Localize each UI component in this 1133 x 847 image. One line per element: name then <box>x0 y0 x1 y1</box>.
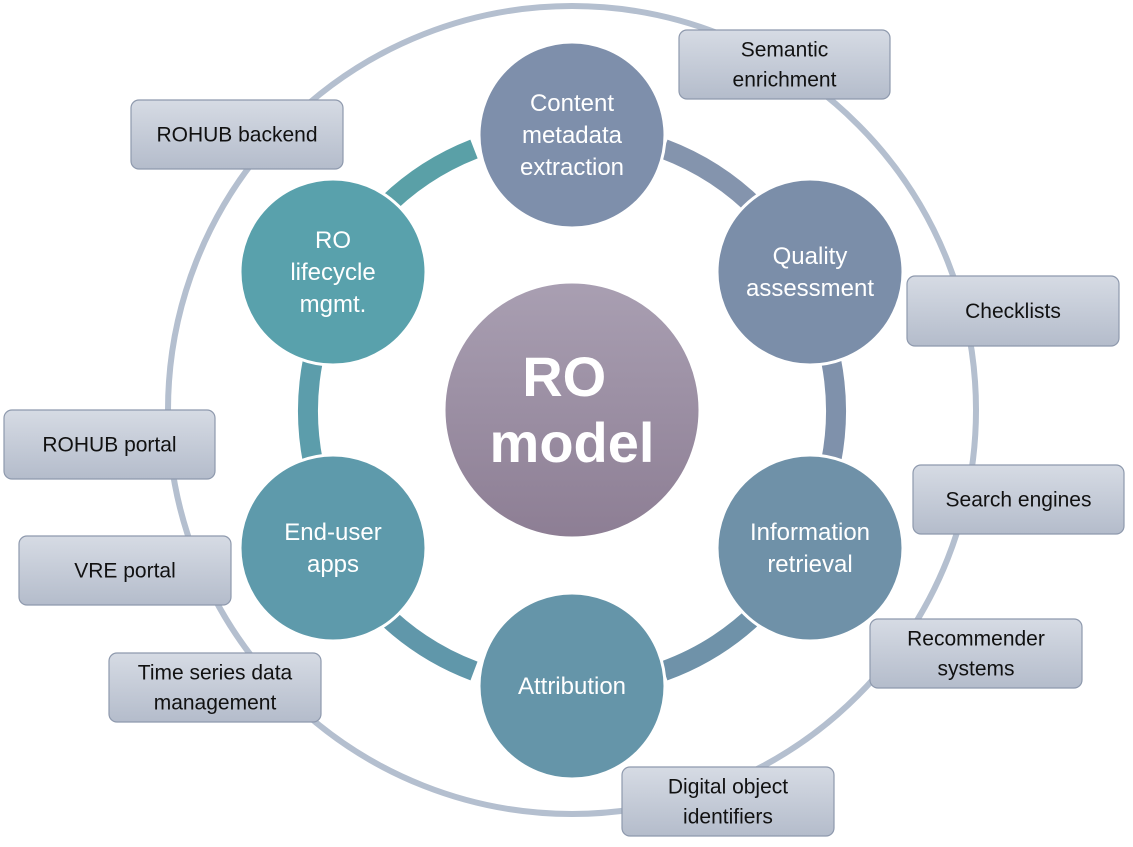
box-rohub-portal: ROHUB portal <box>3 409 216 480</box>
node-label-line: End-user <box>284 519 381 546</box>
node-circle-attribution <box>477 591 667 781</box>
node-label-line: extraction <box>520 154 624 181</box>
box-rohub-backend: ROHUB backend <box>130 99 344 170</box>
box-rect-digital-object-identifiers <box>621 766 835 837</box>
box-time-series-data-management: Time series data management <box>108 652 322 723</box>
box-rect-rohub-portal <box>3 409 216 480</box>
node-label-line: RO <box>315 227 351 254</box>
box-label-line: Time series data <box>138 662 293 685</box>
box-label-vre-portal: VRE portal <box>74 560 176 583</box>
box-label-line: identifiers <box>683 806 773 829</box>
box-label-line: Search engines <box>946 489 1092 512</box>
node-label-information-retrieval: Information retrieval <box>750 519 870 578</box>
box-rect-semantic-enrichment <box>678 29 891 100</box>
node-label-ro-lifecycle-mgmt: RO lifecycle mgmt. <box>290 227 375 318</box>
box-label-rohub-portal: ROHUB portal <box>42 434 176 457</box>
box-label-line: systems <box>937 658 1014 681</box>
box-label-line: enrichment <box>733 69 837 92</box>
box-label-search-engines: Search engines <box>946 489 1092 512</box>
node-label-attribution: Attribution <box>518 673 626 700</box>
node-label-line: mgmt. <box>300 291 367 318</box>
node-label-line: Information <box>750 519 870 546</box>
ring-arc-quality-to-retrieval <box>821 358 847 464</box>
node-content-metadata-extraction: Content metadata extraction <box>477 40 667 230</box>
node-label-line: Quality <box>773 243 848 270</box>
node-label-content-metadata-extraction: Content metadata extraction <box>520 90 624 181</box>
box-rect-checklists <box>906 275 1120 347</box>
box-label-line: Digital object <box>668 776 788 799</box>
box-rect-rohub-backend <box>130 99 344 170</box>
node-label-line: Attribution <box>518 673 626 700</box>
box-label-line: ROHUB backend <box>156 124 317 147</box>
node-circle-information-retrieval <box>715 453 905 643</box>
node-label-line: apps <box>307 551 359 578</box>
box-vre-portal: VRE portal <box>18 535 232 606</box>
node-ro-lifecycle-mgmt: RO lifecycle mgmt. <box>238 177 428 367</box>
box-label-line: management <box>154 692 277 715</box>
box-rect-recommender-systems <box>869 618 1083 689</box>
box-label-line: Semantic <box>741 39 829 62</box>
box-label-digital-object-identifiers: Digital object identifiers <box>668 776 788 829</box>
node-end-user-apps: End-user apps <box>238 453 428 643</box>
box-label-time-series-data-management: Time series data management <box>138 662 293 715</box>
ring-arc-apps-to-lifecycle <box>297 358 323 464</box>
center-label-line-2: model <box>490 411 655 474</box>
box-label-semantic-enrichment: Semantic enrichment <box>733 39 837 92</box>
center-label-line-1: RO <box>522 345 606 408</box>
box-checklists: Checklists <box>906 275 1120 347</box>
box-search-engines: Search engines <box>912 464 1125 535</box>
box-label-rohub-backend: ROHUB backend <box>156 124 317 147</box>
node-attribution: Attribution <box>477 591 667 781</box>
node-circle-quality-assessment <box>715 177 905 367</box>
node-information-retrieval: Information retrieval <box>715 453 905 643</box>
box-label-line: Recommender <box>907 628 1045 651</box>
ring-arc-content-to-quality <box>660 139 768 220</box>
ring-arc-retrieval-to-attribution <box>660 602 768 681</box>
box-digital-object-identifiers: Digital object identifiers <box>621 766 835 837</box>
node-label-line: assessment <box>746 275 874 302</box>
node-label-quality-assessment: Quality assessment <box>746 243 874 302</box>
box-label-recommender-systems: Recommender systems <box>907 628 1045 681</box>
box-label-line: Checklists <box>965 300 1061 323</box>
svg-text:RO model: RO model <box>490 345 655 474</box>
box-rect-search-engines <box>912 464 1125 535</box>
box-label-line: VRE portal <box>74 560 176 583</box>
node-label-line: retrieval <box>767 551 852 578</box>
center-node-ro-model: RO model <box>442 280 702 540</box>
node-label-end-user-apps: End-user apps <box>284 519 381 578</box>
node-circle-ro-lifecycle-mgmt <box>238 177 428 367</box>
box-label-line: ROHUB portal <box>42 434 176 457</box>
box-semantic-enrichment: Semantic enrichment <box>678 29 891 100</box>
box-rect-vre-portal <box>18 535 232 606</box>
box-label-checklists: Checklists <box>965 300 1061 323</box>
node-label-line: Content <box>530 90 614 117</box>
node-circle-content-metadata-extraction <box>477 40 667 230</box>
node-label-line: metadata <box>522 122 623 149</box>
box-rect-time-series-data-management <box>108 652 322 723</box>
node-label-line: lifecycle <box>290 259 375 286</box>
box-recommender-systems: Recommender systems <box>869 618 1083 689</box>
node-quality-assessment: Quality assessment <box>715 177 905 367</box>
node-circle-end-user-apps <box>238 453 428 643</box>
